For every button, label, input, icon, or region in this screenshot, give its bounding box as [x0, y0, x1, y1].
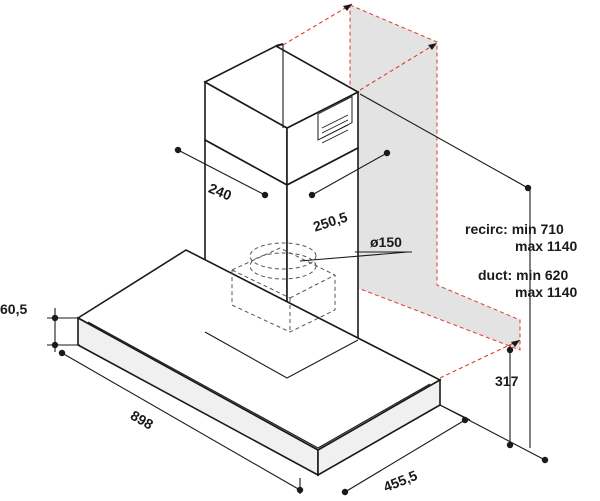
chimney-width-dot-2 — [261, 191, 269, 199]
height-dash-top — [282, 3, 353, 46]
canopy-width-dim-line — [61, 352, 301, 491]
wall-offset-dot-right — [541, 456, 549, 464]
height-arrowhead-mid — [428, 43, 437, 50]
chimney-depth-dim-line — [311, 152, 388, 196]
wall-offset-diagonal — [439, 404, 546, 461]
canopy-depth-dot-1 — [341, 488, 349, 496]
hidden-duct — [231, 242, 336, 333]
duct-height-line2: max 1140 — [515, 284, 577, 300]
wall-offset-dot-bottom — [506, 441, 514, 449]
canopy-height-label: 60,5 — [0, 301, 27, 317]
canopy-inner-edge — [87, 321, 319, 449]
wall-offset-dot-top — [506, 346, 514, 354]
canopy-height-dot-2 — [51, 341, 59, 349]
canopy-depth-dim-line — [344, 419, 466, 493]
canopy-inner-edge-2 — [317, 383, 431, 449]
canopy-width-dot-1 — [58, 349, 66, 357]
duct-diameter-label: ø150 — [370, 234, 402, 250]
upper-chimney-back-edge — [275, 42, 284, 48]
chimney-base-edge — [204, 331, 359, 379]
canopy-width-label: 898 — [128, 407, 156, 433]
vent-grille — [317, 95, 353, 144]
wall-offset-label: 317 — [495, 373, 519, 389]
recirc-height-line2: max 1140 — [515, 238, 577, 254]
upper-chimney-top — [203, 45, 360, 129]
height-dash-bottom — [439, 339, 521, 379]
duct-height-line1: duct: min 620 — [478, 267, 568, 283]
chimney-width-dim-line — [177, 149, 266, 196]
chimney-depth-dot-1 — [308, 191, 316, 199]
canopy-depth-label: 455,5 — [381, 467, 420, 495]
height-dash-mid — [359, 42, 438, 91]
canopy-height-dot-1 — [51, 314, 59, 322]
recirc-height-line1: recirc: min 710 — [465, 221, 564, 237]
wall-depth-dot — [524, 184, 532, 192]
wall-plane — [349, 4, 521, 351]
chimney-width-dot-1 — [174, 146, 182, 154]
height-arrowhead-top — [343, 4, 352, 11]
wall-depth-leader — [359, 93, 529, 189]
height-arrowhead-bottom — [511, 340, 520, 347]
diameter-leader — [299, 251, 409, 262]
chimney-depth-dot-2 — [383, 149, 391, 157]
